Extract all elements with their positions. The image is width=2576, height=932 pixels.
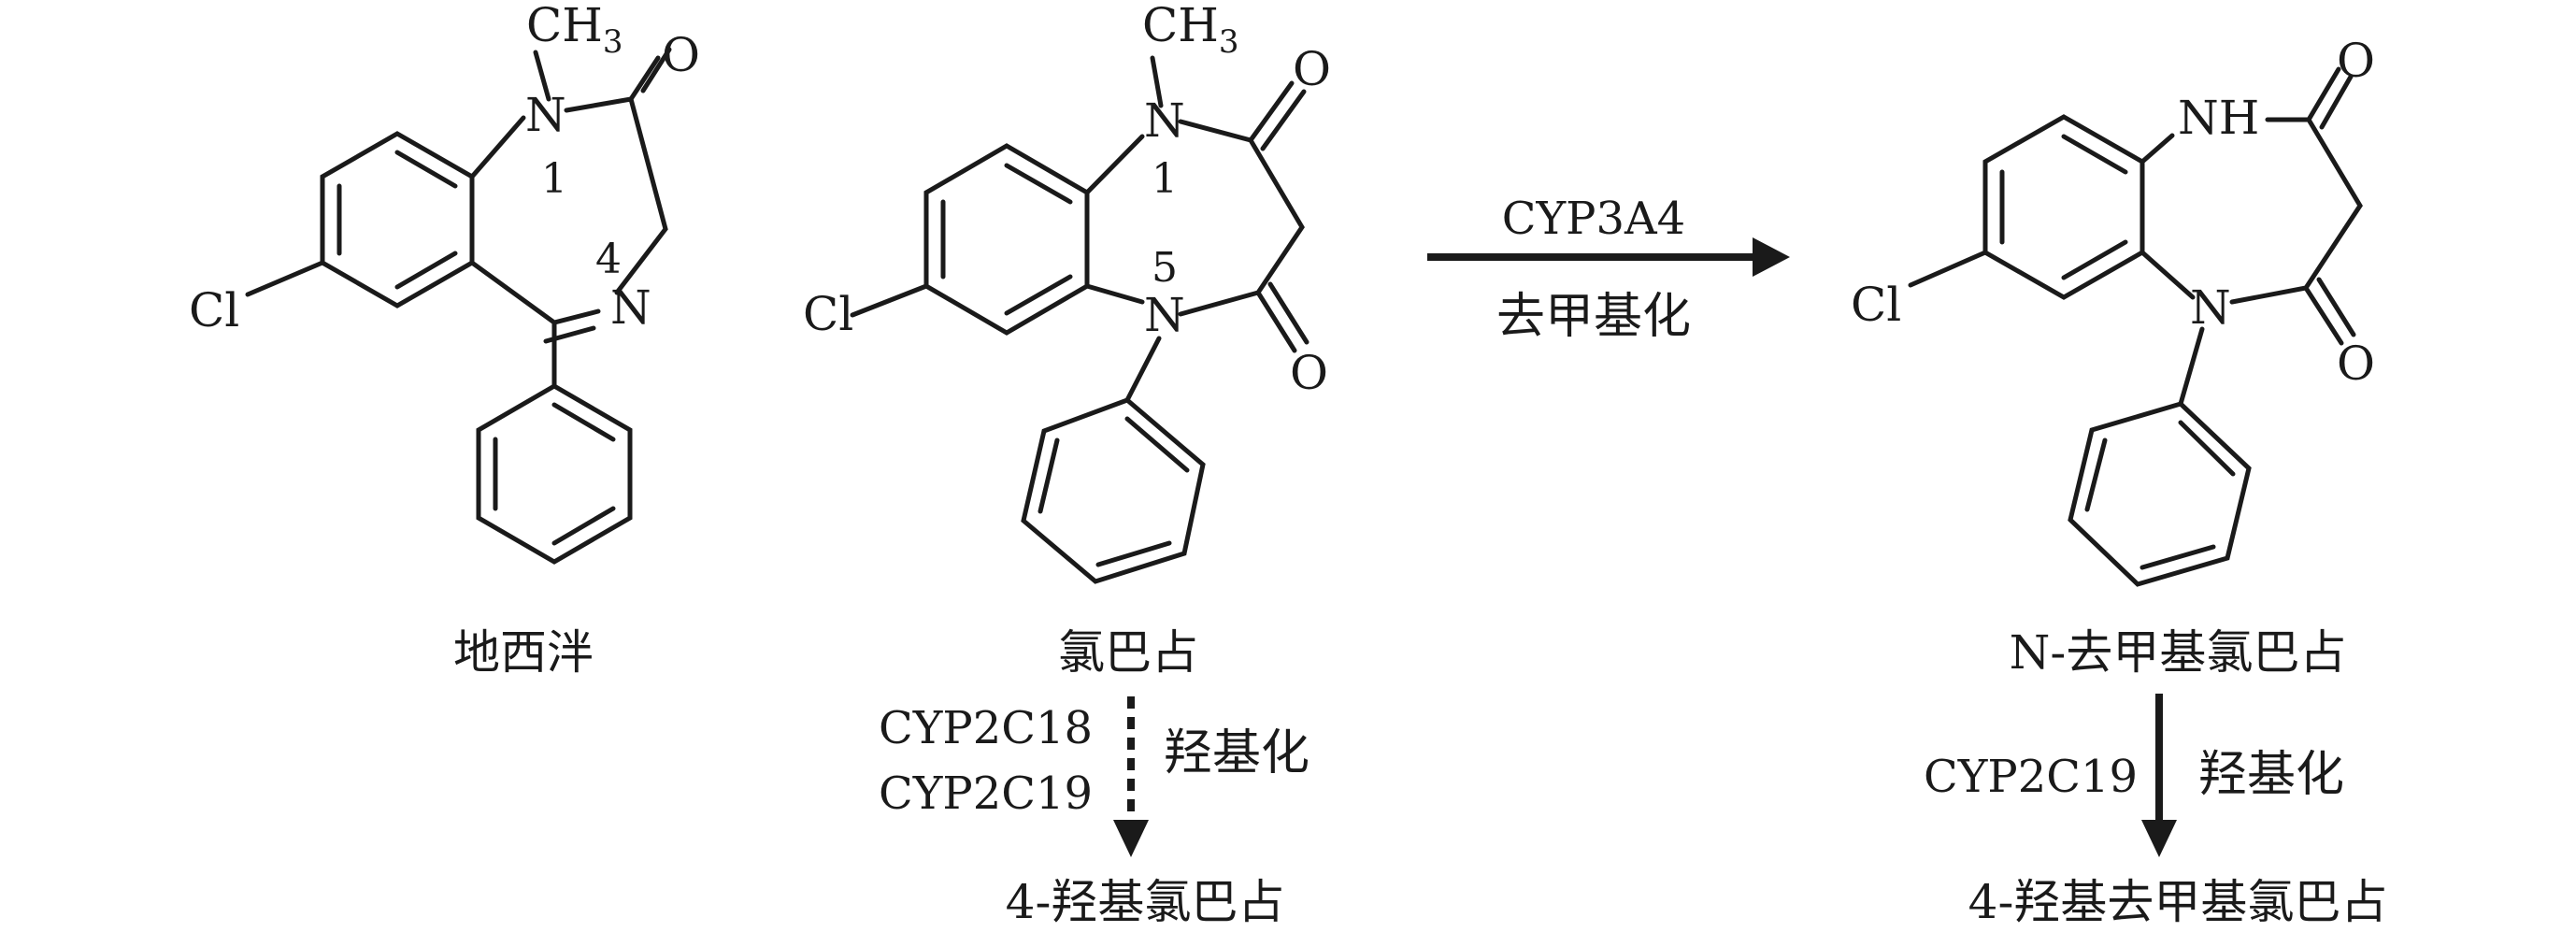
diazepam-position-1: 1 bbox=[541, 155, 567, 203]
clobazam-phenyl-ring bbox=[1021, 397, 1206, 584]
clobazam-lower-carbonyl-o: O bbox=[1290, 346, 1328, 400]
cyp2c19-desmethyl-label: CYP2C19 bbox=[1924, 751, 2138, 803]
diazepam-cl-atom: Cl bbox=[189, 283, 239, 337]
cyp2c19-label: CYP2C19 bbox=[879, 767, 1093, 820]
diazepam-n1-atom: N bbox=[525, 88, 566, 142]
clobazam-benzene-ring bbox=[923, 143, 1090, 336]
diazepam-carbonyl-o: O bbox=[662, 28, 700, 82]
clobazam-name: 氯巴占 bbox=[1058, 625, 1198, 680]
desmethyl-n-atom: N bbox=[2190, 280, 2231, 335]
n-desmethylclobazam-name: N-去甲基氯巴占 bbox=[2010, 625, 2347, 680]
clobazam-position-5: 5 bbox=[1152, 244, 1178, 292]
diazepam-phenyl-ring bbox=[476, 383, 633, 565]
clobazam-n5-atom: N bbox=[1144, 288, 1185, 342]
hydroxy-desmethylclobazam-name: 4-羟基去甲基氯巴占 bbox=[1968, 875, 2388, 929]
demethylation-label: 去甲基化 bbox=[1496, 289, 1691, 345]
desmethyl-benzene-ring bbox=[1982, 114, 2145, 300]
demethylation-arrow-head bbox=[1753, 237, 1790, 277]
clobazam-n1-atom: N bbox=[1144, 93, 1185, 148]
desmethyl-cl-atom: Cl bbox=[1851, 278, 1901, 332]
desmethyl-lower-carbonyl-o: O bbox=[2337, 337, 2375, 391]
clobazam-diazepine-ring bbox=[1084, 119, 1305, 317]
clobazam-structure: Cl O O CH3 N N 1 5 氯巴占 bbox=[803, 0, 1331, 680]
desmethyl-nh-atom: NH bbox=[2178, 91, 2259, 145]
clobazam-position-1: 1 bbox=[1152, 155, 1178, 203]
desmethyl-phenyl-ring bbox=[2068, 401, 2252, 587]
clobazam-upper-carbonyl-o: O bbox=[1293, 42, 1331, 96]
clobazam-methyl-group: CH3 bbox=[1142, 0, 1239, 61]
desmethyl-hydroxylation-step: CYP2C19 羟基化 4-羟基去甲基氯巴占 bbox=[1924, 694, 2387, 929]
diazepam-benzene-inner-bonds bbox=[336, 150, 458, 290]
desmethyl-hydroxylation-label: 羟基化 bbox=[2198, 747, 2344, 803]
diazepam-methyl-group: CH3 bbox=[526, 0, 623, 61]
clobazam-hydroxylation-label: 羟基化 bbox=[1164, 725, 1309, 781]
clobazam-cl-atom: Cl bbox=[803, 287, 853, 341]
diazepam-benzene-ring bbox=[320, 131, 475, 308]
diazepam-name: 地西泮 bbox=[453, 625, 594, 680]
clobazam-hydroxylation-step: CYP2C18 CYP2C19 羟基化 4-羟基氯巴占 bbox=[879, 696, 1309, 929]
desmethyl-upper-carbonyl-o: O bbox=[2337, 34, 2375, 88]
dashed-arrow-head bbox=[1113, 820, 1149, 857]
hydroxy-clobazam-name: 4-羟基氯巴占 bbox=[1006, 875, 1285, 929]
cyp3a4-label: CYP3A4 bbox=[1502, 193, 1685, 245]
hydroxylation-arrow-head bbox=[2141, 820, 2177, 857]
diazepam-structure: Cl O CH3 N N 1 4 地西泮 bbox=[189, 0, 700, 680]
demethylation-step: CYP3A4 去甲基化 bbox=[1427, 193, 1790, 345]
diazepam-n4-atom: N bbox=[610, 280, 651, 335]
cyp2c18-label: CYP2C18 bbox=[879, 702, 1093, 754]
n-desmethylclobazam-structure: Cl O O NH N N-去甲基氯巴占 bbox=[1851, 34, 2375, 680]
desmethyl-diazepine-ring bbox=[2140, 117, 2363, 305]
diazepam-position-4: 4 bbox=[595, 236, 622, 283]
